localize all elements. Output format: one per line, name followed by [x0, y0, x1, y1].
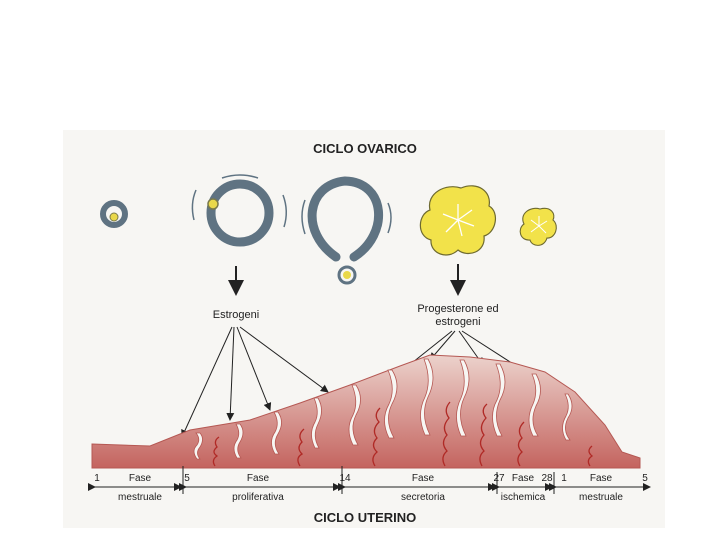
day-marker: 5: [184, 473, 190, 484]
phase-label: Fase: [412, 473, 435, 484]
phase-label: Fase: [129, 473, 152, 484]
day-marker: 14: [339, 473, 351, 484]
phase-sublabel: proliferativa: [232, 492, 284, 503]
day-marker: 1: [561, 473, 567, 484]
regressing-corpus-luteum: [520, 208, 556, 245]
phase-label: Fase: [512, 473, 535, 484]
uterine-cycle-title: CICLO UTERINO: [314, 510, 417, 525]
phase-sublabel: ischemica: [501, 492, 546, 503]
phase-label: Fase: [590, 473, 613, 484]
mature-follicle: [192, 175, 286, 242]
day-marker: 27: [493, 473, 505, 484]
progesterone-label-line2: estrogeni: [435, 316, 480, 328]
ovulating-follicle: [302, 181, 391, 283]
phase-sublabel: secretoria: [401, 492, 445, 503]
day-marker: 5: [642, 473, 648, 484]
endometrium: [92, 355, 640, 468]
phase-sublabel: mestruale: [118, 492, 162, 503]
ovarian-cycle-title: CICLO OVARICO: [313, 141, 417, 156]
estrogen-label: Estrogeni: [213, 309, 259, 321]
day-marker: 28: [541, 473, 553, 484]
day-marker: 1: [94, 473, 100, 484]
corpus-luteum: [420, 186, 495, 255]
primary-follicle: [103, 203, 125, 225]
phase-sublabel: mestruale: [579, 492, 623, 503]
phase-label: Fase: [247, 473, 270, 484]
progesterone-label-line1: Progesterone ed: [417, 303, 498, 315]
